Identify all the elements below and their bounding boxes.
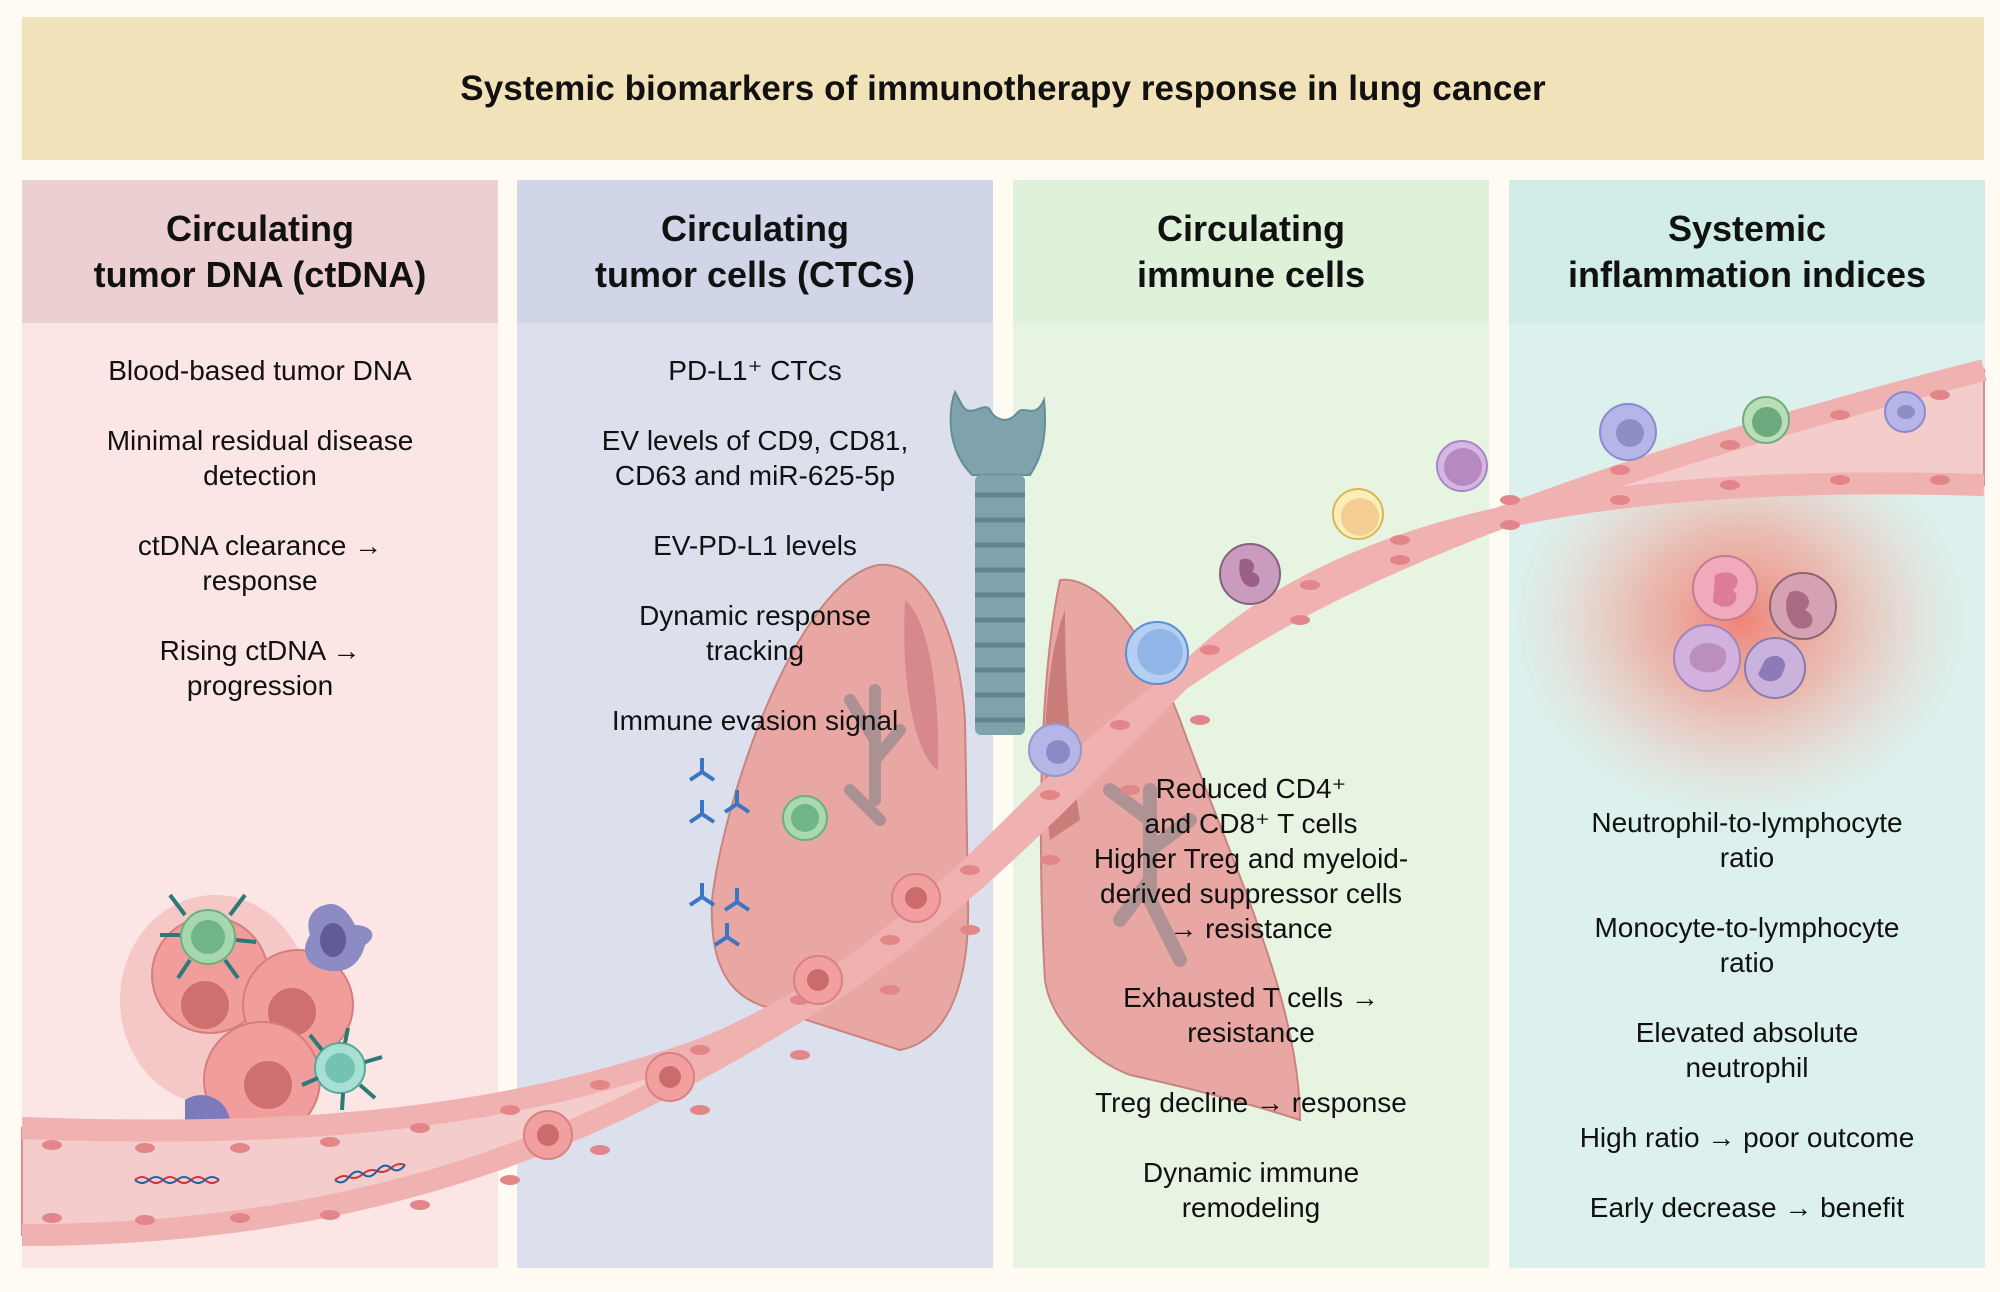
- biomarker-item-line: response: [202, 565, 318, 596]
- biomarker-item-line: High ratio → poor outcome: [1579, 1122, 1915, 1153]
- biomarker-item-ctc: PD-L1⁺ CTCs: [517, 353, 993, 388]
- panel-title-line1: Circulating: [660, 207, 849, 249]
- biomarker-item-immune: Exhausted T cells → resistance: [1013, 980, 1489, 1050]
- panel-title-line2: inflammation indices: [1567, 253, 1927, 295]
- biomarker-item-immune: Treg decline → response: [1013, 1085, 1489, 1120]
- biomarker-item-line: Elevated absolute: [1635, 1017, 1859, 1048]
- biomarker-item-line: derived suppressor cells: [1100, 878, 1402, 909]
- biomarker-item-inflammation: Monocyte-to-lymphocyte ratio: [1509, 910, 1985, 980]
- panel-title-line1: Circulating: [165, 207, 354, 249]
- biomarker-item-line: Treg decline → response: [1095, 1087, 1407, 1118]
- biomarker-item-line: Dynamic response: [639, 600, 871, 631]
- biomarker-item-line: Higher Treg and myeloid-: [1093, 843, 1409, 874]
- biomarker-item-line: tracking: [705, 635, 805, 666]
- biomarker-item-line: EV-PD-L1 levels: [653, 530, 857, 561]
- biomarker-item-line: PD-L1⁺ CTCs: [668, 355, 842, 386]
- biomarker-item-line: Rising ctDNA →: [159, 635, 361, 666]
- biomarker-item-ctc: Immune evasion signal: [517, 703, 993, 738]
- biomarker-item-line: detection: [203, 460, 317, 491]
- figure-title: Systemic biomarkers of immunotherapy res…: [460, 68, 1546, 108]
- biomarker-item-line: → resistance: [1169, 913, 1333, 944]
- biomarker-item-ctdna: Rising ctDNA → progression: [22, 633, 498, 703]
- biomarker-item-immune: Dynamic immune remodeling: [1013, 1155, 1489, 1225]
- panel-title-line1: Circulating: [1156, 207, 1345, 249]
- biomarker-item-ctdna: ctDNA clearance → response: [22, 528, 498, 598]
- biomarker-item-line: Early decrease → benefit: [1589, 1192, 1905, 1223]
- biomarker-item-line: Exhausted T cells →: [1123, 982, 1379, 1013]
- biomarker-item-inflammation: Elevated absolute neutrophil: [1509, 1015, 1985, 1085]
- biomarker-item-inflammation: Early decrease → benefit: [1509, 1190, 1985, 1225]
- biomarker-item-ctdna: Blood-based tumor DNA: [22, 353, 498, 388]
- biomarker-item-line: ratio: [1719, 842, 1775, 873]
- biomarker-item-line: Minimal residual disease: [106, 425, 414, 456]
- panel-title-line2: tumor cells (CTCs): [594, 253, 916, 295]
- biomarker-item-line: Monocyte-to-lymphocyte: [1594, 912, 1900, 943]
- biomarker-item-inflammation: Neutrophil-to-lymphocyte ratio: [1509, 805, 1985, 875]
- title-banner: Systemic biomarkers of immunotherapy res…: [22, 17, 1984, 160]
- biomarker-item-line: remodeling: [1181, 1192, 1321, 1223]
- biomarker-item-line: EV levels of CD9, CD81,: [601, 425, 909, 456]
- biomarker-item-inflammation: High ratio → poor outcome: [1509, 1120, 1985, 1155]
- panel-title-line2: immune cells: [1136, 253, 1366, 295]
- panel-title-line1: Systemic: [1667, 207, 1827, 249]
- biomarker-item-line: and CD8⁺ T cells: [1144, 808, 1358, 839]
- biomarker-item-line: Blood-based tumor DNA: [108, 355, 412, 386]
- biomarker-item-line: neutrophil: [1685, 1052, 1809, 1083]
- biomarker-item-line: CD63 and miR-625-5p: [614, 460, 896, 491]
- biomarker-item-line: Neutrophil-to-lymphocyte: [1591, 807, 1903, 838]
- biomarker-item-line: ctDNA clearance →: [137, 530, 383, 561]
- biomarker-item-line: Reduced CD4⁺: [1155, 773, 1347, 804]
- biomarker-item-line: Immune evasion signal: [611, 705, 899, 736]
- biomarker-item-line: Dynamic immune: [1142, 1157, 1360, 1188]
- biomarker-item-ctc: Dynamic response tracking: [517, 598, 993, 668]
- biomarker-item-ctdna: Minimal residual disease detection: [22, 423, 498, 493]
- panel-title-line2: tumor DNA (ctDNA): [93, 253, 427, 295]
- biomarker-item-ctc: EV-PD-L1 levels: [517, 528, 993, 563]
- biomarker-item-line: ratio: [1719, 947, 1775, 978]
- biomarker-item-ctc: EV levels of CD9, CD81, CD63 and miR-625-…: [517, 423, 993, 493]
- biomarker-item-line: resistance: [1187, 1017, 1315, 1048]
- biomarker-item-line: progression: [186, 670, 334, 701]
